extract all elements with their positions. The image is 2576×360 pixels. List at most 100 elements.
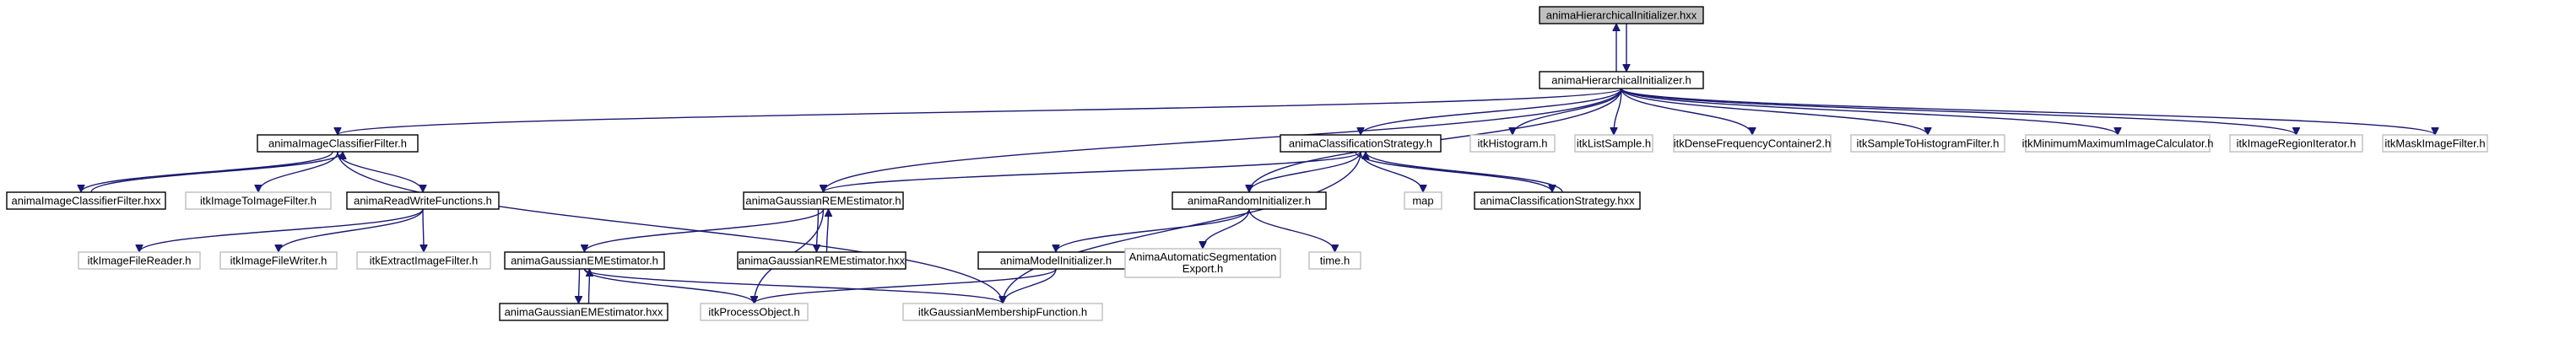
edge-cs-h-to-ri-h bbox=[1249, 151, 1361, 193]
node-box bbox=[737, 251, 906, 270]
node-label: time.h bbox=[1320, 255, 1350, 267]
node-box bbox=[346, 191, 500, 210]
node-itkDense: itkDenseFrequencyContainer2.h bbox=[1673, 134, 1832, 153]
node-eme-h[interactable]: animaGaussianEMEstimator.h bbox=[504, 251, 665, 270]
edge-ri-h-to-seg-export bbox=[1203, 208, 1250, 250]
node-box bbox=[2025, 134, 2211, 153]
edge-rw-h-to-itkFileWriter bbox=[279, 208, 424, 253]
node-box bbox=[700, 303, 809, 321]
edge-mi-h-to-itkProcess bbox=[755, 268, 1057, 304]
node-box bbox=[504, 251, 665, 270]
edges-layer bbox=[81, 23, 2435, 304]
node-map: map bbox=[1404, 191, 1442, 210]
node-label: animaHierarchicalInitializer.hxx bbox=[1546, 9, 1697, 22]
node-label: itkDenseFrequencyContainer2.h bbox=[1674, 137, 1831, 150]
node-label: animaHierarchicalInitializer.h bbox=[1551, 74, 1691, 87]
node-label: animaClassificationStrategy.hxx bbox=[1480, 195, 1635, 207]
node-box bbox=[6, 191, 166, 210]
node-eme-hxx[interactable]: animaGaussianEMEstimator.hxx bbox=[499, 303, 668, 321]
node-hxx[interactable]: animaHierarchicalInitializer.hxx bbox=[1539, 6, 1704, 24]
node-itkFileWriter: itkImageFileWriter.h bbox=[219, 251, 338, 270]
node-box bbox=[356, 251, 491, 270]
node-box bbox=[1280, 134, 1442, 153]
node-box bbox=[902, 303, 1103, 321]
node-label: itkProcessObject.h bbox=[708, 306, 799, 319]
node-box bbox=[257, 134, 419, 153]
edge-icf-hxx-to-icf-h bbox=[90, 151, 343, 193]
node-icf-hxx[interactable]: animaImageClassifierFilter.hxx bbox=[6, 191, 166, 210]
node-itkMask: itkMaskImageFilter.h bbox=[2382, 134, 2488, 153]
edge-hier-h-to-cs-h bbox=[1361, 88, 1622, 136]
node-reme-hxx[interactable]: animaGaussianREMEstimator.hxx bbox=[737, 251, 906, 270]
node-icf-h[interactable]: animaImageClassifierFilter.h bbox=[257, 134, 419, 153]
node-itkFileReader: itkImageFileReader.h bbox=[78, 251, 201, 270]
edge-ri-h-to-mi-h bbox=[1056, 208, 1250, 253]
node-reme-h[interactable]: animaGaussianREMEstimator.h bbox=[743, 191, 904, 210]
edge-eme-h-to-itkProcess bbox=[583, 268, 755, 304]
edge-eme-h-to-eme-hxx bbox=[579, 268, 580, 304]
node-box bbox=[499, 303, 668, 321]
node-cs-hxx[interactable]: animaClassificationStrategy.hxx bbox=[1474, 191, 1641, 210]
node-label: itkSampleToHistogramFilter.h bbox=[1856, 137, 1999, 150]
nodes-layer: animaHierarchicalInitializer.hxx animaHie… bbox=[6, 6, 2488, 321]
node-cs-h[interactable]: animaClassificationStrategy.h bbox=[1280, 134, 1442, 153]
node-itkMinMax: itkMinimumMaximumImageCalculator.h bbox=[2022, 134, 2213, 153]
node-label: animaReadWriteFunctions.h bbox=[354, 195, 492, 207]
node-hier-h[interactable]: animaHierarchicalInitializer.h bbox=[1539, 71, 1704, 89]
node-box bbox=[743, 191, 904, 210]
edge-hier-h-to-itkListSample bbox=[1614, 88, 1622, 135]
edge-icf-h-to-itkImageToImage bbox=[258, 151, 338, 193]
node-itkListSample: itkListSample.h bbox=[1574, 134, 1653, 153]
node-box bbox=[1850, 134, 2005, 153]
node-box bbox=[219, 251, 338, 270]
node-label: Export.h bbox=[1182, 262, 1223, 275]
edge-hier-h-to-itkSampleToHist bbox=[1621, 88, 1928, 136]
node-itkHistogram: itkHistogram.h bbox=[1469, 134, 1556, 153]
edge-eme-h-to-itkGaussMem bbox=[583, 268, 1004, 304]
edge-icf-h-to-rw-h bbox=[337, 151, 423, 193]
node-box bbox=[1474, 191, 1641, 210]
node-box bbox=[1574, 134, 1653, 153]
edge-hier-h-to-itkHistogram bbox=[1513, 88, 1622, 136]
node-label: animaRandomInitializer.h bbox=[1188, 195, 1311, 207]
edge-rw-h-to-itkExtract bbox=[423, 208, 424, 252]
edge-cs-h-to-reme-h bbox=[824, 151, 1361, 193]
node-itkRegionIter: itkImageRegionIterator.h bbox=[2229, 134, 2363, 153]
edge-mi-h-to-itkGaussMem bbox=[1003, 268, 1057, 304]
node-label: animaImageClassifierFilter.h bbox=[268, 137, 407, 150]
node-label: itkHistogram.h bbox=[1477, 137, 1547, 150]
node-mi-h[interactable]: animaModelInitializer.h bbox=[977, 251, 1134, 270]
edge-hier-h-to-itkDense bbox=[1621, 88, 1752, 136]
node-label: animaModelInitializer.h bbox=[1000, 255, 1112, 267]
edge-hier-h-to-itkRegionIter bbox=[1621, 88, 2297, 136]
node-label: animaImageClassifierFilter.hxx bbox=[11, 195, 161, 207]
edge-hier-h-to-itkMask bbox=[1621, 88, 2435, 136]
edge-cs-h-to-cs-hxx bbox=[1355, 151, 1552, 193]
node-label: map bbox=[1412, 195, 1433, 207]
edge-cs-h-to-map bbox=[1360, 151, 1423, 193]
node-itkSampleToHist: itkSampleToHistogramFilter.h bbox=[1850, 134, 2005, 153]
node-label: itkImageFileReader.h bbox=[88, 255, 192, 267]
edge-hier-h-to-reme-h bbox=[824, 88, 1622, 193]
edge-icf-h-to-itkGaussMem bbox=[337, 151, 1003, 304]
edge-ri-h-to-time bbox=[1248, 208, 1335, 253]
node-time: time.h bbox=[1308, 251, 1361, 270]
node-label: animaGaussianREMEstimator.hxx bbox=[739, 255, 906, 267]
edge-hier-h-to-icf-h bbox=[338, 88, 1622, 136]
node-box bbox=[1539, 71, 1704, 89]
edge-reme-h-to-eme-h bbox=[585, 208, 825, 253]
node-label: itkListSample.h bbox=[1577, 137, 1651, 150]
node-box bbox=[1124, 248, 1281, 278]
node-itkGaussMem: itkGaussianMembershipFunction.h bbox=[902, 303, 1103, 321]
node-box bbox=[1673, 134, 1832, 153]
edge-hier-h-to-itkMinMax bbox=[1621, 88, 2118, 136]
node-label: itkExtractImageFilter.h bbox=[370, 255, 479, 267]
node-label: itkImageFileWriter.h bbox=[230, 255, 327, 267]
node-rw-h[interactable]: animaReadWriteFunctions.h bbox=[346, 191, 500, 210]
node-box bbox=[1308, 251, 1361, 270]
edge-reme-hxx-to-reme-h bbox=[827, 209, 829, 253]
node-ri-h[interactable]: animaRandomInitializer.h bbox=[1172, 191, 1327, 210]
node-box bbox=[78, 251, 201, 270]
edge-icf-h-to-icf-hxx bbox=[81, 151, 333, 193]
